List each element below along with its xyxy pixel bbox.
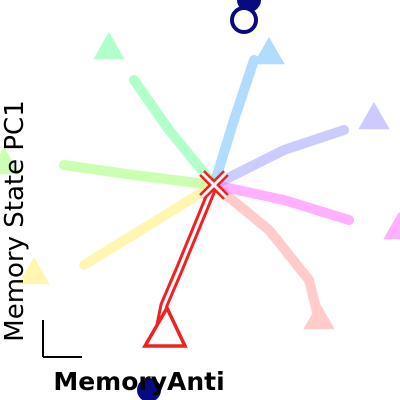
trial-trajectory-4 (209, 55, 259, 190)
trial-endpoint-inner-7 (29, 269, 39, 278)
trial-trajectory-6 (59, 160, 219, 190)
trial-series-3 (209, 101, 390, 190)
y-axis-label: Memory State PC1 (0, 100, 30, 341)
fixed-point-2 (230, 6, 258, 34)
trial-series-6 (0, 146, 219, 190)
trial-endpoint-inner-2 (394, 224, 400, 233)
chart-title: MemoryAnti (53, 367, 224, 396)
trial-trajectory-5 (129, 75, 219, 190)
trial-trajectory-3 (209, 125, 349, 190)
trial-series-2 (209, 180, 400, 240)
trial-endpoint-inner-4 (264, 49, 274, 58)
highlight-endpoint-marker (141, 304, 188, 348)
trial-endpoint-inner-5 (104, 44, 114, 53)
highlight-layer (141, 180, 219, 348)
trial-endpoint-marker-2 (383, 211, 400, 240)
trial-series-4 (209, 36, 285, 190)
trial-trajectory-2 (209, 180, 354, 225)
trial-series-7 (18, 180, 219, 285)
center-layer (199, 170, 229, 200)
center-cross-stroke-b-1 (200, 171, 228, 199)
scale-bar (42, 320, 82, 358)
trial-series-5 (93, 31, 219, 190)
trial-endpoint-inner-3 (369, 114, 379, 123)
trials-layer (0, 31, 400, 330)
fixed-points-layer (137, 0, 261, 400)
trial-trajectory-7 (79, 180, 219, 270)
trial-trajectory-1 (209, 180, 324, 325)
trial-endpoint-inner-6 (0, 159, 9, 168)
trial-series-1 (209, 180, 335, 330)
fixed-point-3 (137, 378, 161, 400)
trial-endpoint-inner-1 (314, 314, 324, 323)
